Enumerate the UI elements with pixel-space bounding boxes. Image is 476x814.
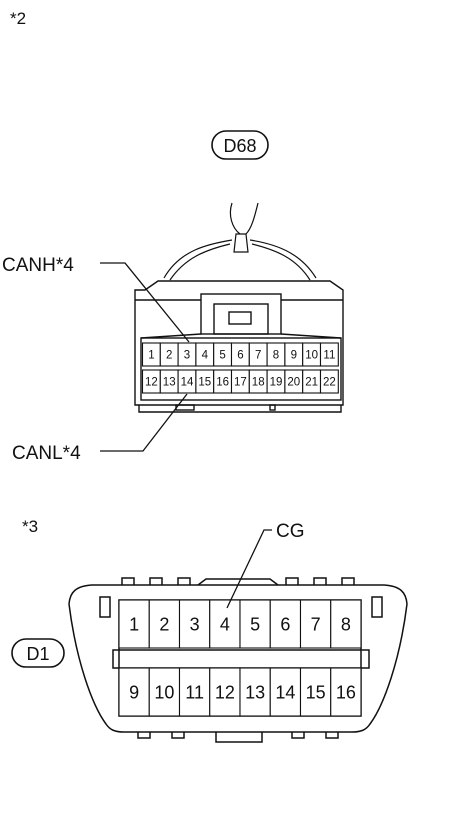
d68-pin-label: 22 bbox=[323, 377, 336, 389]
d68-pin-label: 21 bbox=[305, 377, 318, 389]
d68-pin-cell bbox=[319, 342, 339, 367]
d68-pin-label: 20 bbox=[287, 377, 300, 389]
d1-pin-cell bbox=[209, 667, 241, 717]
d1-pin-label: 13 bbox=[245, 682, 265, 702]
section-2-marker: *2 bbox=[10, 9, 26, 28]
d1-pin-cell bbox=[209, 599, 241, 649]
d68-pin-label: 16 bbox=[216, 377, 229, 389]
d1-pin-label: 11 bbox=[185, 682, 204, 702]
d1-pin-cell bbox=[299, 667, 332, 717]
d1-pin-label: 6 bbox=[280, 614, 290, 634]
d68-pin-label: 4 bbox=[202, 350, 209, 362]
d68-pin-label: 13 bbox=[163, 377, 176, 389]
d1-pin-label: 5 bbox=[250, 614, 260, 634]
d1-pin-label: 15 bbox=[306, 682, 326, 702]
d1-pin-label: 8 bbox=[341, 614, 351, 634]
d1-pin-cell bbox=[330, 667, 362, 717]
cg-label: CG bbox=[276, 521, 305, 542]
d68-pin-label: 10 bbox=[305, 350, 318, 362]
canl-leader-line bbox=[100, 393, 188, 452]
cg-leader-line bbox=[226, 529, 272, 609]
d68-pin-label: 2 bbox=[166, 350, 172, 362]
d68-pin-label: 17 bbox=[234, 377, 247, 389]
d1-pin-cell bbox=[118, 599, 150, 649]
d1-pin-cell bbox=[148, 667, 181, 717]
d1-pin-label: 16 bbox=[336, 682, 356, 702]
d1-pin-cell bbox=[178, 599, 211, 649]
d1-pin-label: 9 bbox=[129, 682, 139, 702]
d68-pin-label: 12 bbox=[145, 377, 158, 389]
d68-pin-cell bbox=[319, 369, 339, 394]
d1-pin-label: 10 bbox=[154, 682, 174, 702]
d68-tag-label: D68 bbox=[223, 136, 256, 156]
d1-pin-label: 12 bbox=[215, 682, 235, 702]
d68-pin-label: 6 bbox=[237, 350, 243, 362]
d1-pin-cell bbox=[330, 599, 362, 649]
d1-tag-label: D1 bbox=[26, 644, 49, 664]
d68-pin-label: 5 bbox=[219, 350, 225, 362]
d1-pin-cell bbox=[299, 599, 332, 649]
canl-label: CANL*4 bbox=[12, 443, 81, 464]
d68-pin-label: 7 bbox=[255, 350, 261, 362]
d68-connector-tag: D68 bbox=[211, 130, 269, 160]
d1-pin-label: 14 bbox=[275, 682, 295, 702]
d68-pin-label: 18 bbox=[252, 377, 265, 389]
d68-pin-label: 3 bbox=[184, 350, 190, 362]
d68-pin-label: 14 bbox=[181, 377, 194, 389]
d1-pin-label: 7 bbox=[311, 614, 321, 634]
d68-pin-label: 8 bbox=[273, 350, 279, 362]
d68-pin-label: 9 bbox=[291, 350, 297, 362]
canh-label: CANH*4 bbox=[2, 255, 74, 276]
d1-pin-label: 2 bbox=[159, 614, 169, 634]
d1-connector-tag: D1 bbox=[11, 638, 65, 668]
d1-pin-cell bbox=[118, 667, 150, 717]
d1-pin-label: 4 bbox=[220, 614, 230, 634]
d68-pin-label: 19 bbox=[270, 377, 283, 389]
d68-pin-label: 15 bbox=[198, 377, 211, 389]
d1-pin-label: 1 bbox=[129, 614, 139, 634]
d68-wire-harness bbox=[163, 202, 317, 281]
d68-pin-label: 11 bbox=[323, 350, 335, 362]
d68-pin-label: 1 bbox=[148, 350, 154, 362]
d1-pin-label: 3 bbox=[190, 614, 200, 634]
section-3-marker: *3 bbox=[22, 517, 38, 536]
canh-leader-line bbox=[100, 262, 190, 343]
